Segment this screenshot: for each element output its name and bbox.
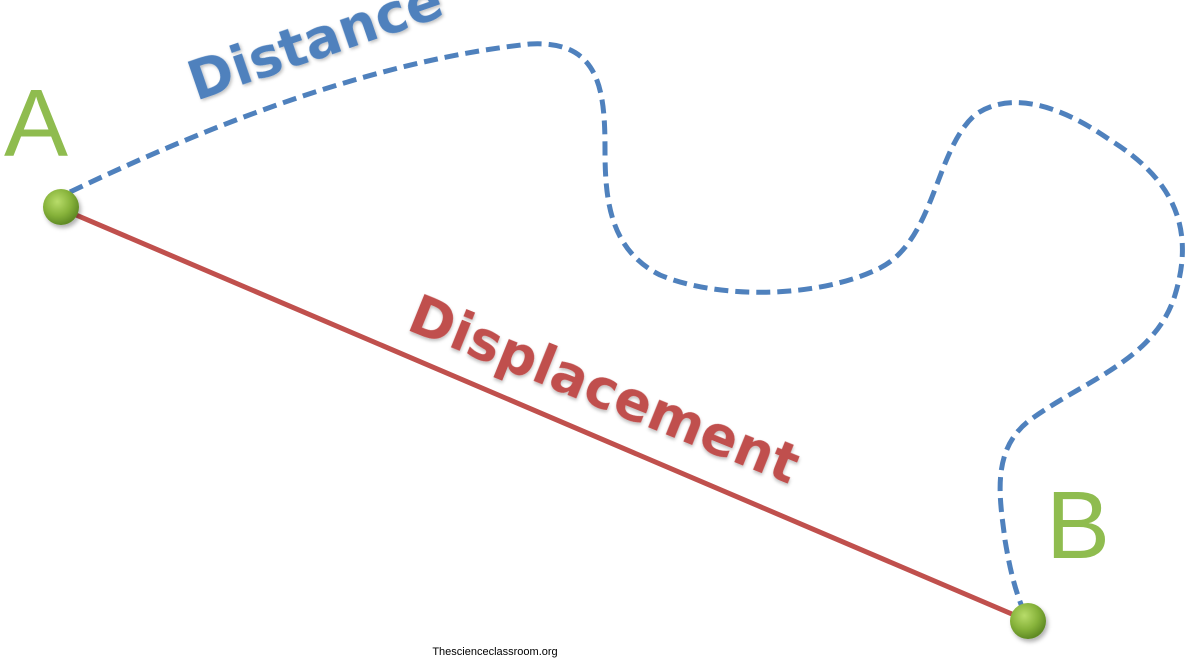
displacement-label: Displacement	[400, 283, 808, 497]
displacement-line	[59, 206, 1029, 623]
point-a-marker	[43, 189, 79, 225]
distance-path	[68, 41, 1185, 613]
point-a-label: A	[4, 70, 68, 177]
distance-label: Distance	[180, 0, 451, 113]
point-b-marker	[1010, 603, 1046, 639]
source-credit: Thescienceclassroom.org	[432, 646, 558, 658]
point-b-label: B	[1046, 472, 1110, 579]
